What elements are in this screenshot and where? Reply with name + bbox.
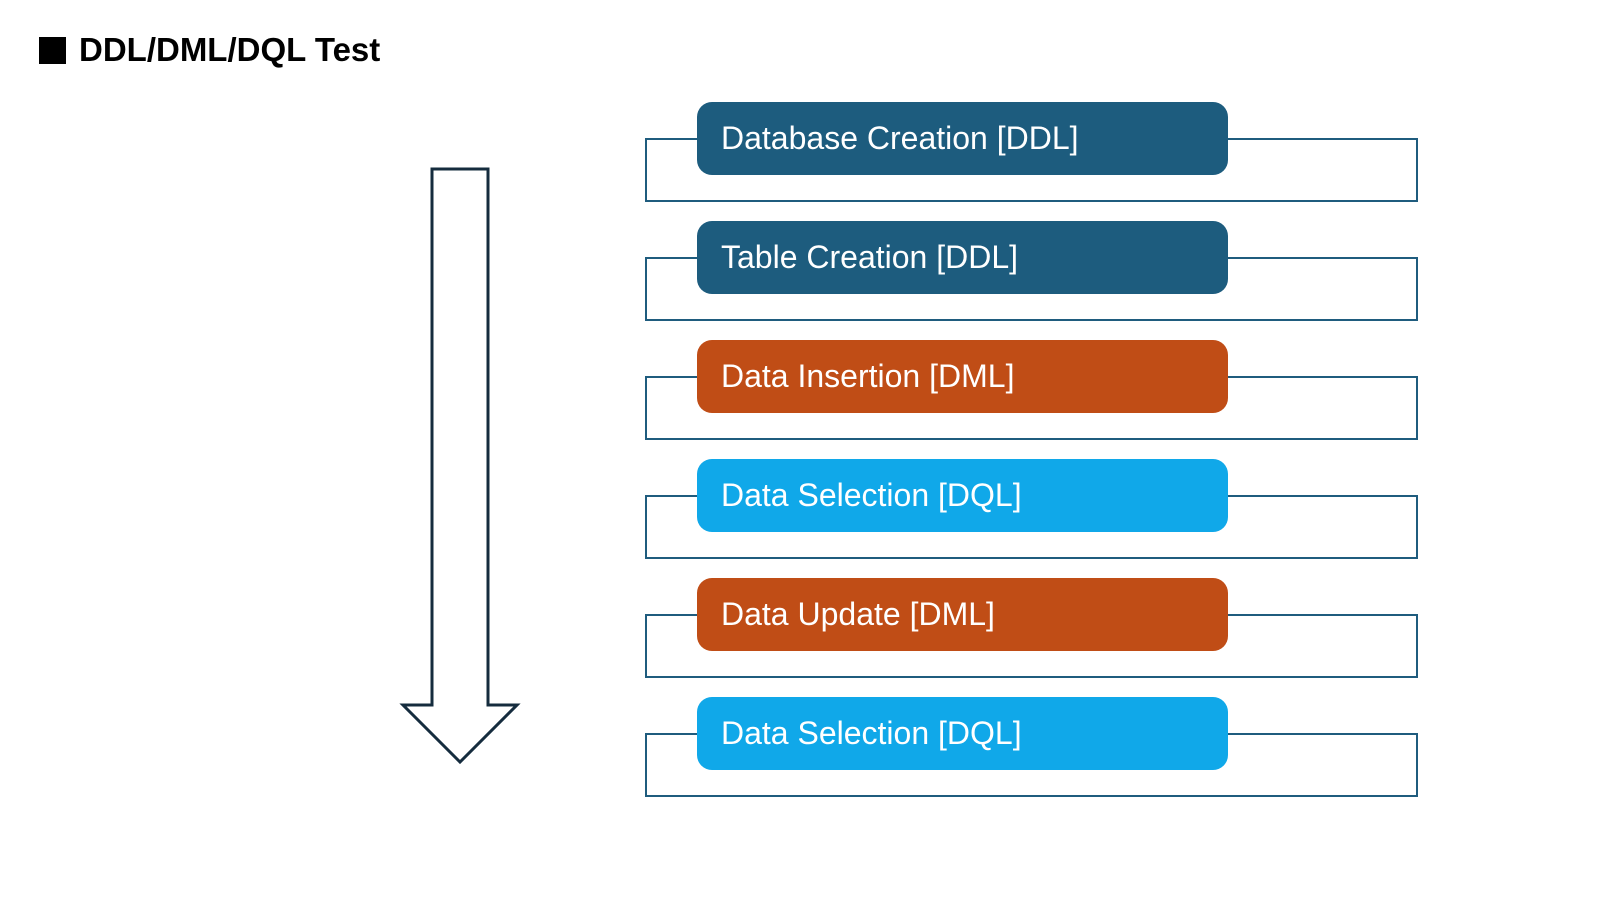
step-pill: Data Selection [DQL] <box>697 459 1228 532</box>
step-row-data-selection-1: Data Selection [DQL] <box>645 459 1418 559</box>
step-pill: Table Creation [DDL] <box>697 221 1228 294</box>
step-row-data-update: Data Update [DML] <box>645 578 1418 678</box>
step-label: Table Creation [DDL] <box>721 239 1019 275</box>
slide-title: DDL/DML/DQL Test <box>39 31 380 69</box>
step-pill: Data Insertion [DML] <box>697 340 1228 413</box>
step-row-data-selection-2: Data Selection [DQL] <box>645 697 1418 797</box>
down-arrow-shape <box>399 167 521 765</box>
step-pill: Data Update [DML] <box>697 578 1228 651</box>
step-pill: Database Creation [DDL] <box>697 102 1228 175</box>
step-label: Database Creation [DDL] <box>721 120 1079 156</box>
step-label: Data Update [DML] <box>721 596 995 632</box>
step-label: Data Insertion [DML] <box>721 358 1015 394</box>
square-bullet-icon <box>39 36 66 64</box>
step-label: Data Selection [DQL] <box>721 715 1022 751</box>
step-row-table-creation: Table Creation [DDL] <box>645 221 1418 321</box>
step-row-database-creation: Database Creation [DDL] <box>645 102 1418 202</box>
step-pill: Data Selection [DQL] <box>697 697 1228 770</box>
step-row-data-insertion: Data Insertion [DML] <box>645 340 1418 440</box>
page-title: DDL/DML/DQL Test <box>79 31 381 68</box>
down-arrow-icon <box>399 167 521 765</box>
step-label: Data Selection [DQL] <box>721 477 1022 513</box>
